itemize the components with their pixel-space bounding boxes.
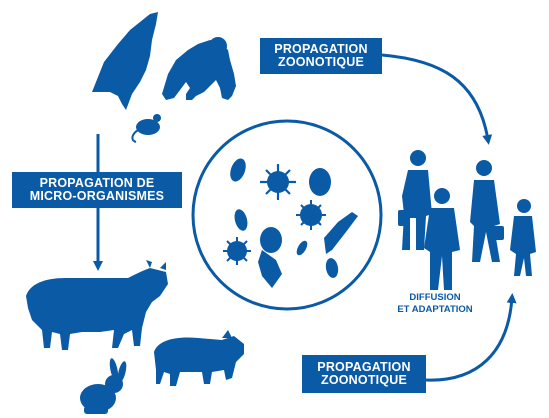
zoonotic-propagation-top-label: PROPAGATION ZOONOTIQUE	[260, 38, 382, 74]
caption-line: DIFFUSION	[372, 292, 498, 304]
mouse-icon	[132, 114, 161, 142]
label-line: ZOONOTIQUE	[278, 56, 364, 69]
diffusion-adaptation-caption: DIFFUSION ET ADAPTATION	[372, 292, 498, 316]
bat-icon	[92, 12, 158, 110]
zoonotic-propagation-bottom-label: PROPAGATION ZOONOTIQUE	[302, 355, 426, 393]
pig-icon	[154, 330, 244, 386]
gorilla-icon	[162, 37, 236, 100]
rabbit-icon	[80, 358, 128, 414]
cow-icon	[26, 260, 168, 350]
label-line: MICRO-ORGANISMES	[30, 190, 164, 203]
people-icon	[398, 150, 536, 290]
arrow-top-right	[382, 55, 488, 140]
label-line: ZOONOTIQUE	[321, 374, 407, 387]
microorganism-propagation-label: PROPAGATION DE MICRO-ORGANISMES	[12, 172, 182, 208]
microbes-icon	[193, 121, 381, 309]
caption-line: ET ADAPTATION	[372, 304, 498, 316]
